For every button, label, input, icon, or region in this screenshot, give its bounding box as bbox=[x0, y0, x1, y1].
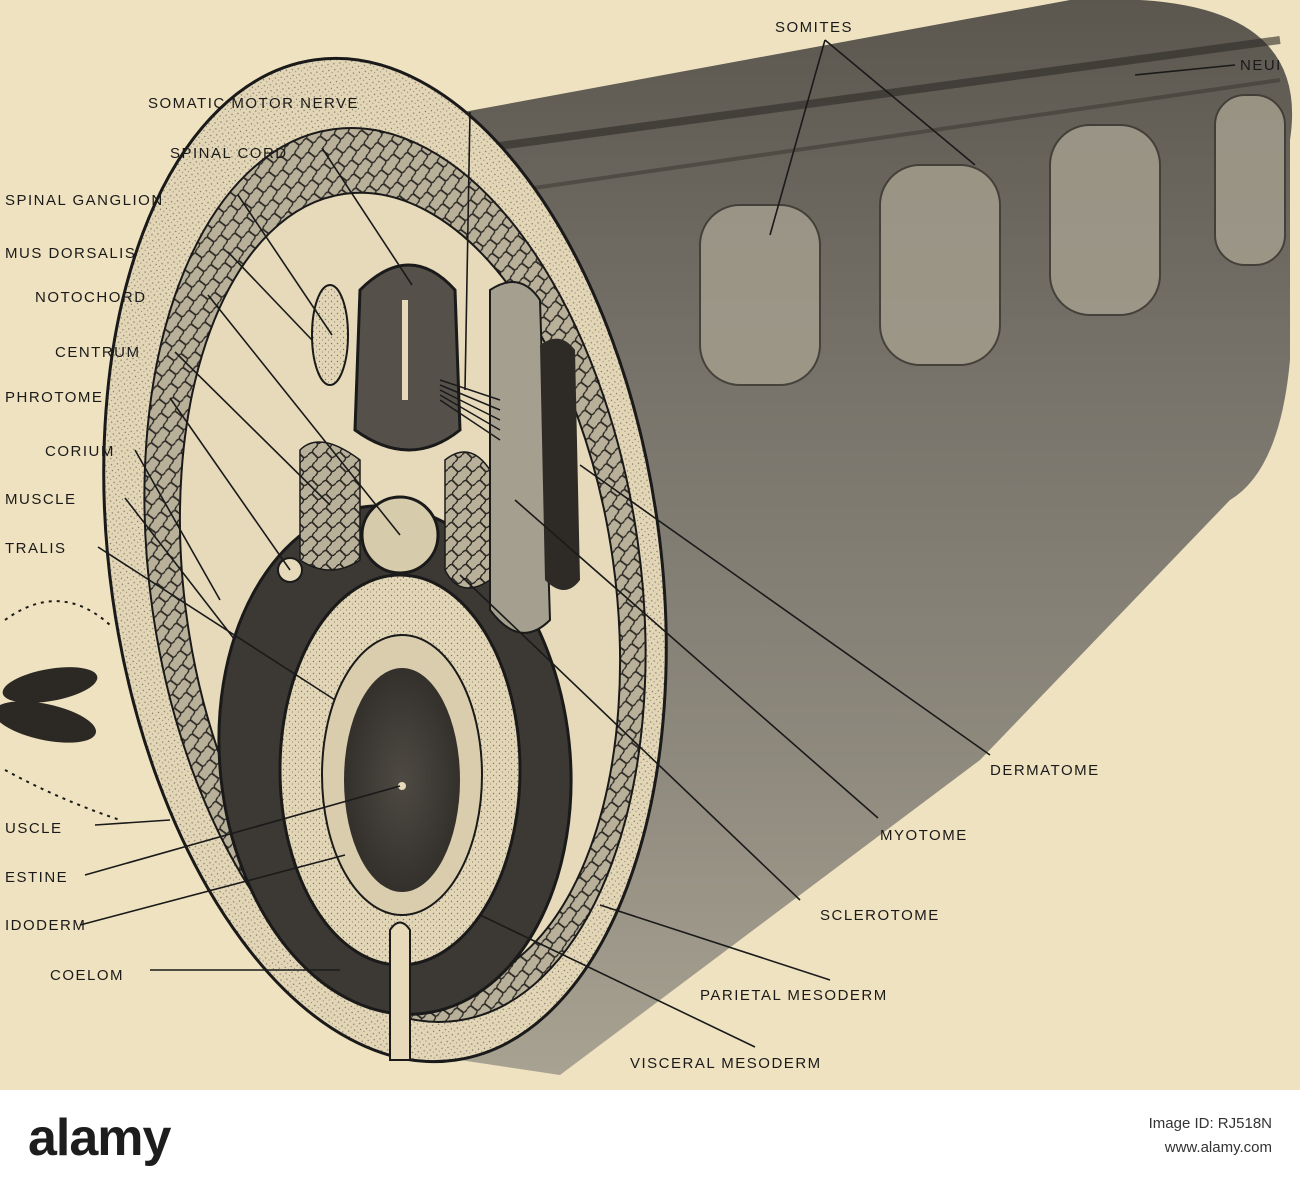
label-spinal-cord: SPINAL CORD bbox=[170, 145, 288, 162]
leader-sclerotome bbox=[459, 574, 801, 901]
label-spinal-ganglion: SPINAL GANGLION bbox=[5, 192, 164, 209]
leader-spinal-cord bbox=[321, 147, 413, 286]
leader-lines bbox=[79, 39, 1236, 1048]
label-muscle-upper: MUSCLE bbox=[5, 491, 77, 508]
label-centrum: CENTRUM bbox=[55, 344, 141, 361]
label-visceral-mesoderm: VISCERAL MESODERM bbox=[630, 1055, 822, 1072]
leader-intestine bbox=[84, 785, 401, 876]
leader-notochord bbox=[207, 294, 401, 536]
sclerotome-tissue bbox=[299, 441, 361, 571]
dotted-outline bbox=[4, 600, 121, 821]
leader-myotome bbox=[514, 499, 879, 819]
leader-dermatome bbox=[579, 464, 991, 756]
spinal-ganglion bbox=[311, 284, 349, 386]
somite-block bbox=[1049, 124, 1161, 316]
somite-block bbox=[879, 164, 1001, 366]
somite-block bbox=[699, 204, 821, 386]
figure-labels: SOMITES NEUI SOMATIC MOTOR NERVE SPINAL … bbox=[5, 19, 1282, 1072]
label-intestine: ESTINE bbox=[5, 869, 68, 886]
motor-nerve-fibers bbox=[439, 379, 501, 441]
somite-block bbox=[1214, 94, 1286, 266]
alamy-logo: alamy bbox=[28, 1109, 171, 1167]
myotome-block bbox=[489, 281, 552, 634]
limb-bud-lower bbox=[0, 701, 97, 743]
leader-neural bbox=[1134, 64, 1236, 76]
label-sclerotome: SCLEROTOME bbox=[820, 907, 940, 924]
leader-centrum bbox=[174, 351, 331, 506]
label-ramus-ventralis: TRALIS bbox=[5, 540, 67, 557]
watermark-bar: alamy Image ID: RJ518N www.alamy.com bbox=[0, 1090, 1300, 1185]
label-coelom: COELOM bbox=[50, 967, 124, 984]
leader-ramus-dorsalis bbox=[227, 251, 313, 341]
leader-spinal-ganglion bbox=[237, 194, 333, 336]
label-notochord: NOTOCHORD bbox=[35, 289, 147, 306]
dorsal-ridge bbox=[519, 78, 1281, 192]
leader-somatic-motor-nerve bbox=[464, 111, 471, 391]
leader-parietal-mesoderm bbox=[599, 904, 831, 981]
label-ramus-dorsalis: MUS DORSALIS bbox=[5, 245, 136, 262]
image-id-text: Image ID: RJ518N bbox=[1148, 1115, 1272, 1132]
sclerotome-tissue bbox=[444, 451, 491, 589]
label-myotome: MYOTOME bbox=[880, 827, 968, 844]
dermatome-block bbox=[540, 338, 580, 590]
dorsal-ridge bbox=[469, 36, 1281, 154]
leader-endoderm bbox=[79, 854, 346, 926]
site-url-text: www.alamy.com bbox=[1164, 1139, 1272, 1156]
label-dermatome: DERMATOME bbox=[990, 762, 1100, 779]
leader-nephrotome bbox=[169, 397, 291, 571]
label-corium: CORIUM bbox=[45, 443, 115, 460]
figure-svg: SOMITES NEUI SOMATIC MOTOR NERVE SPINAL … bbox=[0, 0, 1293, 1075]
intestine-center-dot bbox=[398, 782, 406, 790]
watermark-info: Image ID: RJ518N www.alamy.com bbox=[1149, 1112, 1272, 1160]
leader-muscle-upper bbox=[124, 497, 236, 641]
leader-corium bbox=[134, 449, 221, 601]
limb-bud-upper bbox=[2, 667, 98, 703]
intestine-lumen bbox=[344, 668, 460, 892]
somite-blocks bbox=[699, 94, 1286, 386]
leader-ramus-ventralis bbox=[97, 546, 336, 701]
label-neural: NEUI bbox=[1240, 57, 1282, 74]
embryo-cross-section-figure: SOMITES NEUI SOMATIC MOTOR NERVE SPINAL … bbox=[0, 0, 1293, 1075]
leader-visceral-mesoderm bbox=[479, 914, 756, 1048]
label-somatic-motor-nerve: SOMATIC MOTOR NERVE bbox=[148, 95, 359, 112]
label-nephrotome: PHROTOME bbox=[5, 389, 103, 406]
leader-somites bbox=[769, 39, 976, 236]
label-muscle-lower: USCLE bbox=[5, 820, 63, 837]
label-parietal-mesoderm: PARIETAL MESODERM bbox=[700, 987, 888, 1004]
label-endoderm: IDODERM bbox=[5, 917, 86, 934]
mesentery bbox=[389, 921, 411, 1061]
label-somites: SOMITES bbox=[775, 19, 853, 36]
leader-muscle-lower bbox=[94, 819, 171, 826]
